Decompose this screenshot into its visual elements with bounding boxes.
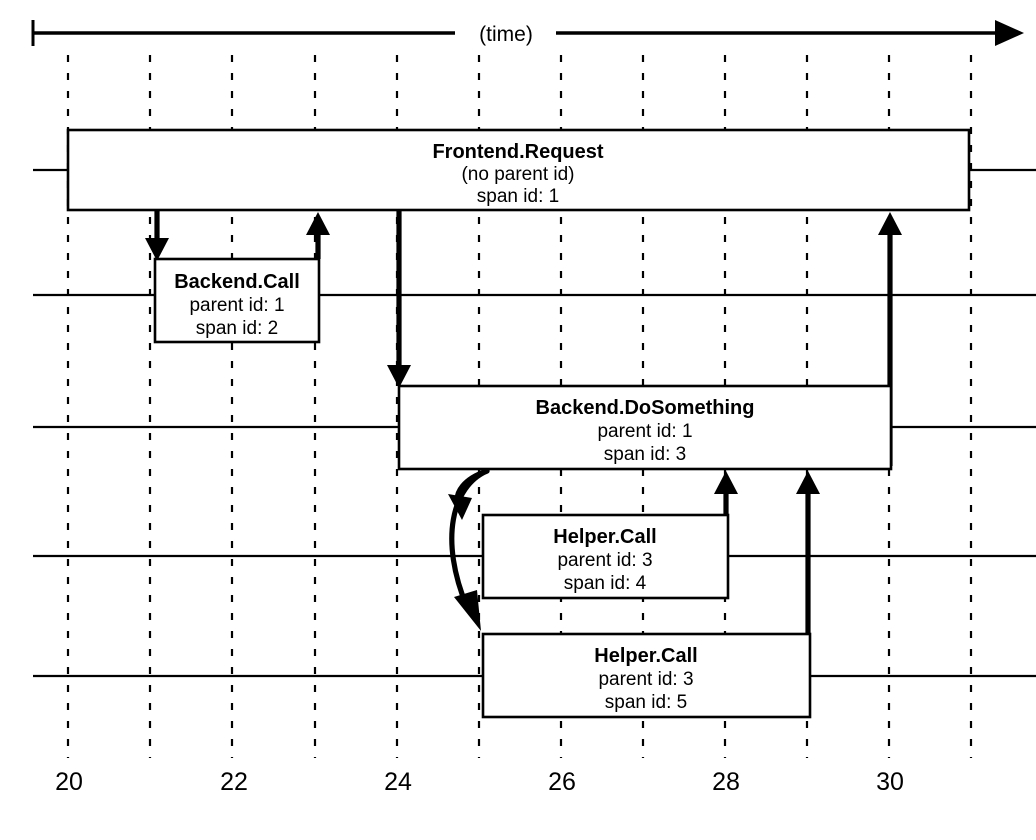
span-rect-4[interactable] bbox=[481, 513, 730, 600]
tick-label-28: 28 bbox=[712, 768, 740, 796]
span-box-backend-dosomething[interactable]: Backend.DoSomething parent id: 1 span id… bbox=[397, 384, 893, 471]
lane-lifelines bbox=[33, 168, 1036, 678]
tick-label-30: 30 bbox=[876, 768, 904, 796]
span-title-4: Helper.Call bbox=[553, 526, 656, 548]
flow-arrow-5-to-3-head-icon bbox=[796, 471, 820, 494]
span-box-helper-call-4[interactable]: Helper.Call parent id: 3 span id: 4 bbox=[481, 513, 730, 600]
span-parent-5: parent id: 3 bbox=[598, 669, 693, 690]
span-parent-1: (no parent id) bbox=[461, 164, 574, 185]
flow-arrow-3-to-5-head-icon bbox=[454, 590, 481, 631]
span-parent-2: parent id: 1 bbox=[189, 295, 284, 316]
flow-arrow-1-to-3-head-icon bbox=[387, 365, 411, 388]
axis-arrowhead-icon bbox=[995, 20, 1024, 46]
span-parent-4: parent id: 3 bbox=[557, 550, 652, 571]
span-id-5: span id: 5 bbox=[605, 692, 687, 713]
span-id-4: span id: 4 bbox=[564, 573, 647, 594]
span-box-helper-call-5[interactable]: Helper.Call parent id: 3 span id: 5 bbox=[481, 632, 812, 719]
span-id-3: span id: 3 bbox=[604, 444, 686, 465]
span-title-3: Backend.DoSomething bbox=[536, 397, 755, 419]
tick-label-22: 22 bbox=[220, 768, 248, 796]
span-id-1: span id: 1 bbox=[477, 186, 559, 207]
span-box-frontend-request[interactable]: Frontend.Request (no parent id) span id:… bbox=[66, 128, 971, 212]
span-title-2: Backend.Call bbox=[174, 271, 300, 293]
span-parent-3: parent id: 1 bbox=[597, 421, 692, 442]
flow-arrows bbox=[145, 210, 902, 634]
flow-arrow-2-to-1-head-icon bbox=[306, 212, 330, 235]
span-title-1: Frontend.Request bbox=[432, 141, 603, 163]
flow-arrow-3-to-4-head-icon bbox=[448, 494, 472, 520]
tick-label-26: 26 bbox=[548, 768, 576, 796]
span-rect-1[interactable] bbox=[66, 128, 971, 212]
tick-label-20: 20 bbox=[55, 768, 83, 796]
span-id-2: span id: 2 bbox=[196, 318, 278, 339]
flow-arrow-4-to-3-head-icon bbox=[714, 471, 738, 494]
tick-label-24: 24 bbox=[384, 768, 412, 796]
axis-caption: (time) bbox=[479, 23, 533, 46]
time-axis: (time) bbox=[31, 20, 1024, 46]
span-rect-2[interactable] bbox=[153, 257, 321, 344]
span-rect-5[interactable] bbox=[481, 632, 812, 719]
flow-arrow-3-to-5-shaft bbox=[449, 468, 490, 610]
flow-arrow-3-to-1-head-icon bbox=[878, 212, 902, 235]
span-title-5: Helper.Call bbox=[594, 645, 697, 667]
span-rect-3[interactable] bbox=[397, 384, 893, 471]
flow-arrow-1-to-2-head-icon bbox=[145, 238, 169, 261]
axis-tick-labels: 20 22 24 26 28 30 bbox=[55, 768, 904, 796]
span-box-backend-call[interactable]: Backend.Call parent id: 1 span id: 2 bbox=[153, 257, 321, 344]
